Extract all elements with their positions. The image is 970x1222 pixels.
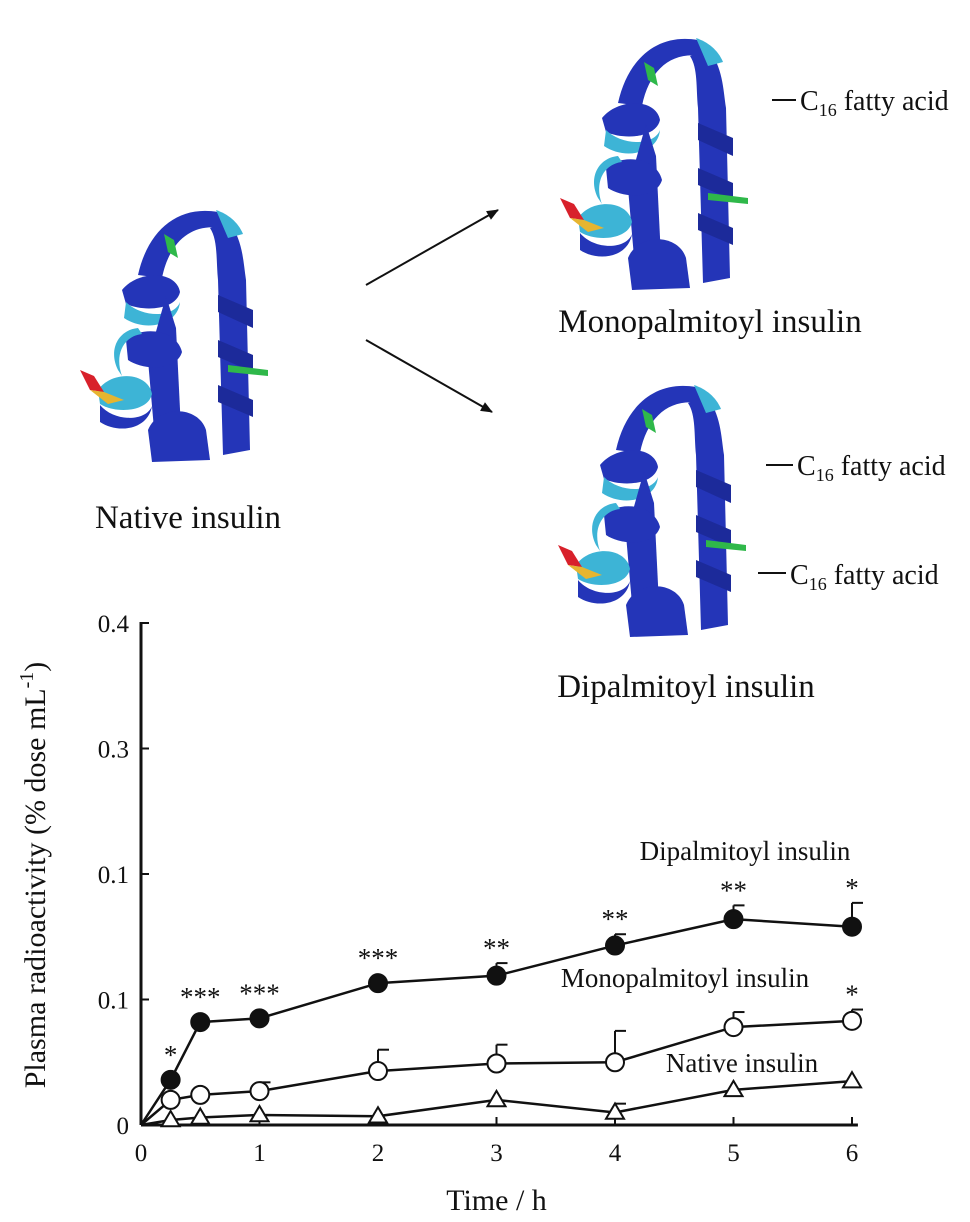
data-point	[249, 1008, 270, 1029]
y-tick-label: 0.4	[98, 611, 130, 638]
significance-marker: *	[845, 980, 859, 1010]
y-ticks: 0 0.1 0.1 0.3 0.4	[98, 611, 149, 1140]
y-tick-label: 0	[117, 1113, 130, 1140]
x-tick-label: 4	[609, 1140, 622, 1167]
x-tick-label: 6	[846, 1140, 859, 1167]
data-point	[248, 1103, 271, 1123]
di-fatty-acid-label-2: C16 fatty acid	[790, 560, 939, 594]
data-point	[190, 1084, 211, 1105]
data-point	[485, 1088, 508, 1108]
y-tick-label: 0.1	[98, 988, 129, 1015]
x-tick-label: 0	[135, 1140, 148, 1167]
data-point	[190, 1012, 211, 1033]
data-point	[249, 1081, 270, 1102]
data-point	[160, 1089, 181, 1110]
series-label-dipalmitoyl: Dipalmitoyl insulin	[640, 836, 851, 866]
data-point	[160, 1069, 181, 1090]
significance-marker: *	[845, 873, 859, 903]
di-fatty-acid-label-1: C16 fatty acid	[797, 451, 946, 485]
arrow-to-di	[365, 339, 493, 413]
data-point	[723, 1017, 744, 1038]
series-layer: ******************	[139, 873, 863, 1128]
native-insulin-structure	[80, 210, 268, 462]
data-point	[605, 1052, 625, 1073]
series-label-native: Native insulin	[666, 1048, 819, 1078]
x-tick-label: 2	[372, 1140, 385, 1167]
data-point	[841, 1070, 863, 1089]
significance-marker: ***	[358, 943, 399, 973]
x-tick-label: 1	[253, 1140, 266, 1167]
mono-fatty-acid-label: C16 fatty acid	[800, 86, 949, 120]
significance-marker: **	[720, 875, 747, 905]
arrow-to-mono	[365, 209, 499, 286]
data-point	[368, 1061, 388, 1082]
native-insulin-label: Native insulin	[95, 500, 281, 536]
series-2	[140, 1070, 863, 1128]
data-point	[486, 965, 507, 986]
monopalmitoyl-insulin-label: Monopalmitoyl insulin	[558, 304, 861, 340]
y-tick-label: 0.3	[98, 737, 129, 764]
data-point	[722, 1078, 745, 1098]
dipalmitoyl-insulin-structure	[558, 385, 746, 637]
data-point	[368, 973, 388, 994]
data-point	[842, 916, 862, 937]
data-point	[159, 1109, 182, 1128]
data-point	[189, 1106, 211, 1125]
x-tick-label: 5	[727, 1140, 740, 1167]
significance-marker: **	[602, 904, 629, 934]
series-1: *	[140, 980, 863, 1126]
monopalmitoyl-insulin-structure	[560, 38, 748, 290]
significance-marker: ***	[239, 978, 280, 1008]
y-tick-label: 0.1	[98, 862, 129, 889]
significance-marker: **	[483, 933, 510, 963]
data-point	[367, 1105, 389, 1124]
x-ticks: 0 1 2 3 4 5 6	[135, 1117, 859, 1167]
x-axis-title: Time / h	[446, 1184, 547, 1217]
data-point	[605, 935, 625, 956]
data-point	[604, 1101, 626, 1120]
dipalmitoyl-insulin-label: Dipalmitoyl insulin	[557, 669, 815, 705]
series-label-monopalmitoyl: Monopalmitoyl insulin	[561, 963, 810, 993]
series-0: *****************	[139, 873, 863, 1126]
data-point	[842, 1010, 862, 1031]
significance-marker: ***	[180, 982, 221, 1012]
data-point	[486, 1053, 507, 1074]
x-tick-label: 3	[490, 1140, 503, 1167]
y-axis-title: Plasma radioactivity (% dose mL-1)	[16, 662, 52, 1089]
significance-marker: *	[164, 1040, 178, 1070]
data-point	[723, 909, 744, 930]
